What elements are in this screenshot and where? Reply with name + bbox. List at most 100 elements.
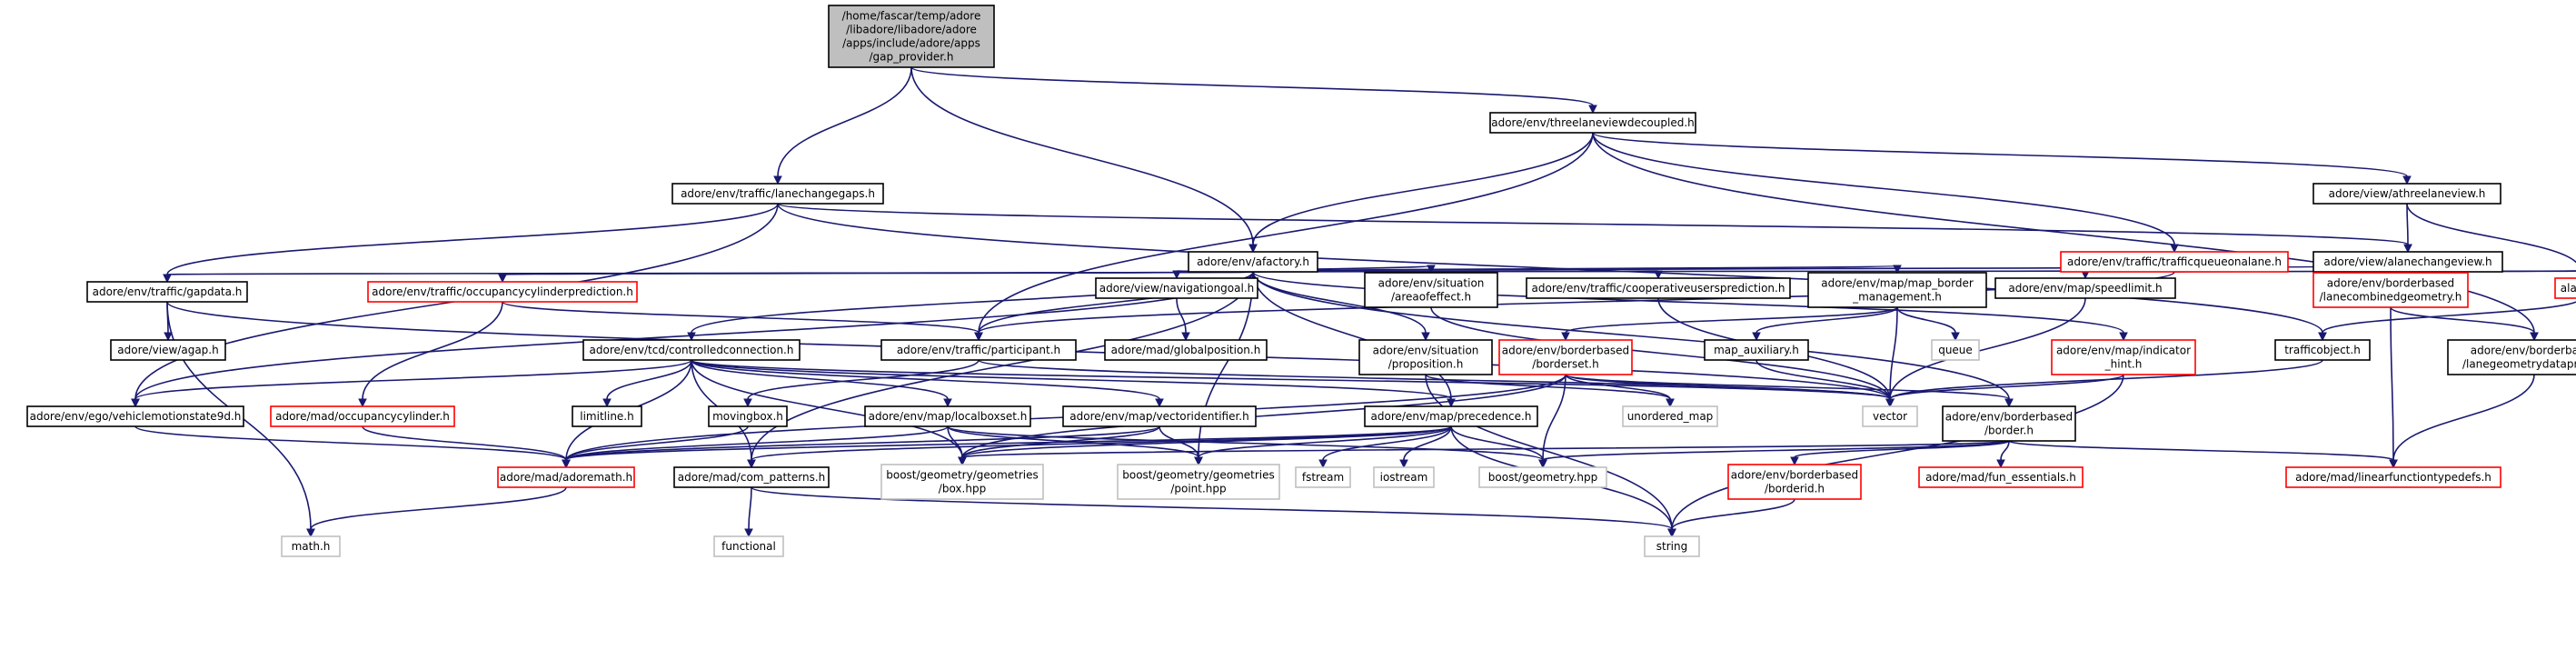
node-geometryhpp: boost/geometry.hpp [1478, 466, 1607, 488]
node-indicatorhint[interactable]: adore/env/map/indicator_hint.h [2051, 339, 2196, 375]
node-label: /areaofeffect.h [1391, 291, 1471, 304]
edge-controlledconn-to-precedence [691, 359, 1456, 408]
node-label: movingbox.h [712, 410, 783, 423]
node-mapborder[interactable]: adore/env/map/map_border_management.h [1807, 272, 1987, 308]
node-label: math.h [292, 540, 331, 553]
node-borderid[interactable]: adore/env/borderbased/borderid.h [1727, 464, 1862, 500]
node-box [1862, 405, 1918, 427]
node-linearfunc[interactable]: adore/mad/linearfunctiontypedefs.h [2285, 466, 2501, 488]
node-border[interactable]: adore/env/borderbased/border.h [1942, 405, 2076, 442]
edge-lanecombined-to-lanegeomproxy [2390, 306, 2539, 342]
node-label: /home/fascar/temp/adore [842, 10, 981, 23]
node-trafficobject[interactable]: trafficobject.h [2274, 339, 2371, 361]
node-label: adore/env/map/localboxset.h [869, 410, 1028, 423]
node-vectoridentifier[interactable]: adore/env/map/vectoridentifier.h [1062, 405, 1257, 427]
node-mathh: math.h [281, 535, 341, 557]
node-label: adore/view/agap.h [117, 344, 218, 356]
edge-root-to-lanechangegaps [773, 66, 912, 185]
node-pointhpp: boost/geometry/geometries/point.hpp [1117, 464, 1280, 500]
node-occpred[interactable]: adore/env/traffic/occupancycylinderpredi… [367, 281, 638, 303]
node-label: /apps/include/adore/apps [842, 37, 980, 50]
node-label: adore/env/map/map_border [1821, 277, 1974, 290]
node-label: boost/geometry/geometries [1122, 469, 1275, 482]
node-adoremath[interactable]: adore/mad/adoremath.h [497, 466, 635, 488]
node-label: /point.hpp [1170, 483, 1226, 495]
node-boxhpp: boost/geometry/geometries/box.hpp [880, 464, 1044, 500]
node-box [1807, 272, 1987, 308]
node-label: adore/env/traffic/occupancycylinderpredi… [372, 285, 633, 298]
node-movingbox[interactable]: movingbox.h [708, 405, 788, 427]
node-label: adore/env/traffic/lanechangegaps.h [681, 187, 875, 200]
node-navgoal[interactable]: adore/view/navigationgoal.h [1095, 277, 1258, 299]
node-box [708, 405, 788, 427]
node-localboxset[interactable]: adore/env/map/localboxset.h [864, 405, 1031, 427]
node-box [1942, 405, 2076, 442]
edge-border-to-borderid [1790, 440, 2010, 466]
node-threelane[interactable]: adore/env/threelaneviewdecoupled.h [1489, 112, 1696, 134]
edge-precedence-to-iostream [1399, 425, 1452, 469]
node-box [2060, 251, 2289, 273]
node-label: /libadore/libadore/adore [846, 24, 977, 36]
node-box [2051, 339, 2196, 375]
node-agap[interactable]: adore/view/agap.h [110, 339, 226, 361]
node-label: adore/mad/occupancycylinder.h [275, 410, 450, 423]
node-label: /proposition.h [1388, 358, 1464, 371]
node-precedence[interactable]: adore/env/map/precedence.h [1364, 405, 1538, 427]
node-areaofeffect[interactable]: adore/env/situation/areaofeffect.h [1364, 272, 1498, 308]
node-label: adore/env/map/vectoridentifier.h [1069, 410, 1248, 423]
node-globalpos[interactable]: adore/mad/globalposition.h [1104, 339, 1268, 361]
node-label: boost/geometry/geometries [886, 469, 1039, 482]
node-label: adore/env/borderbased [1731, 469, 1858, 482]
node-label: adore/env/map/indicator [2056, 345, 2191, 357]
node-label: iostream [1380, 471, 1428, 484]
edge-border-to-geometryhpp [1538, 440, 2010, 469]
node-box [1644, 535, 1700, 557]
edge-lanechangegaps-to-gapdata [163, 203, 779, 284]
node-trafficqueue[interactable]: adore/env/traffic/trafficqueueonalane.h [2060, 251, 2289, 273]
edge-controlledconn-to-localboxset [691, 359, 952, 408]
node-label: adore/env/tcd/controlledconnection.h [590, 344, 794, 356]
node-compatterns[interactable]: adore/mad/com_patterns.h [673, 466, 830, 488]
node-box [110, 339, 226, 361]
node-controlledconn[interactable]: adore/env/tcd/controlledconnection.h [582, 339, 801, 361]
node-label: adore/view/athreelaneview.h [2329, 187, 2486, 200]
node-queue: queue [1931, 339, 1980, 361]
node-vehmotion[interactable]: adore/env/ego/vehiclemotionstate9d.h [26, 405, 244, 427]
edge-athreelane-to-alane [2406, 203, 2576, 264]
node-lanechangegaps[interactable]: adore/env/traffic/lanechangegaps.h [671, 183, 884, 205]
node-box [270, 405, 455, 427]
node-occcyl[interactable]: adore/mad/occupancycylinder.h [270, 405, 455, 427]
node-iostream: iostream [1373, 466, 1435, 488]
node-label: adore/env/map/precedence.h [1371, 410, 1532, 423]
node-limitline[interactable]: limitline.h [572, 405, 642, 427]
node-alanechangeview[interactable]: adore/view/alanechangeview.h [2312, 251, 2503, 273]
node-borderset[interactable]: adore/env/borderbased/borderset.h [1498, 339, 1633, 375]
node-proposition[interactable]: adore/env/situation/proposition.h [1358, 339, 1493, 375]
node-box [1295, 466, 1351, 488]
node-afactory[interactable]: adore/env/afactory.h [1188, 251, 1318, 273]
node-box [2312, 183, 2501, 205]
node-box [497, 466, 635, 488]
node-gapdata[interactable]: adore/env/traffic/gapdata.h [86, 281, 248, 303]
edge-borderset-to-unorderedmap [1565, 374, 1675, 408]
node-label: adore/mad/com_patterns.h [678, 471, 826, 484]
node-label: queue [1938, 344, 1973, 356]
node-box [828, 5, 995, 68]
node-coopusers[interactable]: adore/env/traffic/cooperativeuserspredic… [1526, 277, 1791, 299]
node-label: adore/env/map/speedlimit.h [2008, 282, 2162, 295]
edge-afactory-to-indicatorhint [1252, 271, 2128, 342]
node-lanegeomproxy[interactable]: adore/env/borderbased/lanegeometrydatapr… [2447, 339, 2576, 375]
node-alane[interactable]: alane.h [2554, 277, 2576, 299]
node-speedlimit[interactable]: adore/env/map/speedlimit.h [1994, 277, 2176, 299]
node-participant[interactable]: adore/env/traffic/participant.h [880, 339, 1077, 361]
node-box [582, 339, 801, 361]
node-mapaux[interactable]: map_auxiliary.h [1704, 339, 1809, 361]
node-box [2285, 466, 2501, 488]
node-box [880, 339, 1077, 361]
node-label: adore/env/situation [1373, 345, 1479, 357]
node-label: fstream [1302, 471, 1344, 484]
node-athreelane[interactable]: adore/view/athreelaneview.h [2312, 183, 2501, 205]
node-label: map_auxiliary.h [1714, 344, 1799, 356]
node-funessentials[interactable]: adore/mad/fun_essentials.h [1918, 466, 2084, 488]
node-lanecombined[interactable]: adore/env/borderbased/lanecombinedgeomet… [2312, 272, 2469, 308]
